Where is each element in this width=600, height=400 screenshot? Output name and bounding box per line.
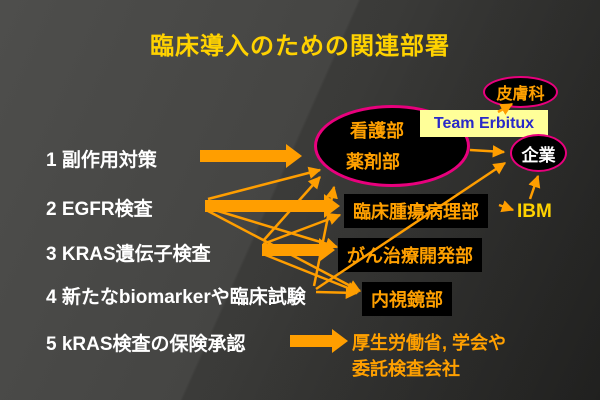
node-team-erbitux: Team Erbitux: [420, 110, 548, 137]
connector-arrow: [262, 176, 321, 242]
connector-arrow: [207, 206, 339, 250]
company-label: 企業: [521, 145, 556, 165]
connector-arrow: [312, 185, 338, 287]
connector-arrow: [498, 200, 515, 213]
node-pharmacy-dept: 薬剤部: [346, 152, 400, 172]
block-arrow: [205, 194, 340, 218]
list-item-5-insurance-approval: 5 kRAS検査の保険承認: [46, 334, 246, 355]
node-ibm: IBM: [517, 201, 552, 222]
node-cancer-treatment-development: がん治療開発部: [338, 238, 482, 272]
block-arrow: [290, 329, 348, 353]
connector-arrow: [528, 174, 541, 200]
connector-arrow: [207, 166, 322, 201]
list-item-3-kras-gene-test: 3 KRAS遺伝子検査: [46, 244, 211, 265]
slide-title: 臨床導入のための関連部署: [150, 33, 450, 60]
list-item-4-biomarker-trials: 4 新たなbiomarkerや臨床試験: [46, 287, 306, 308]
list-item-2-egfr-test: 2 EGFR検査: [46, 199, 153, 220]
block-arrow: [200, 144, 302, 168]
node-clinical-oncology-pathology: 臨床腫瘍病理部: [344, 194, 488, 228]
node-dermatology: 皮膚科: [483, 76, 558, 108]
connector-arrow: [469, 145, 506, 158]
list-item-1-side-effects: 1 副作用対策: [46, 150, 157, 171]
node-endoscopy: 内視鏡部: [362, 282, 452, 316]
connector-arrow: [262, 213, 342, 246]
block-arrow: [262, 238, 335, 262]
dermatology-label: 皮膚科: [496, 86, 545, 103]
node-contract-testing: 委託検査会社: [352, 359, 460, 379]
node-mhlw-societies: 厚生労働省, 学会や: [352, 333, 507, 353]
node-company: 企業: [510, 134, 567, 172]
connector-arrow: [315, 286, 359, 299]
node-nursing-dept: 看護部: [350, 121, 404, 141]
